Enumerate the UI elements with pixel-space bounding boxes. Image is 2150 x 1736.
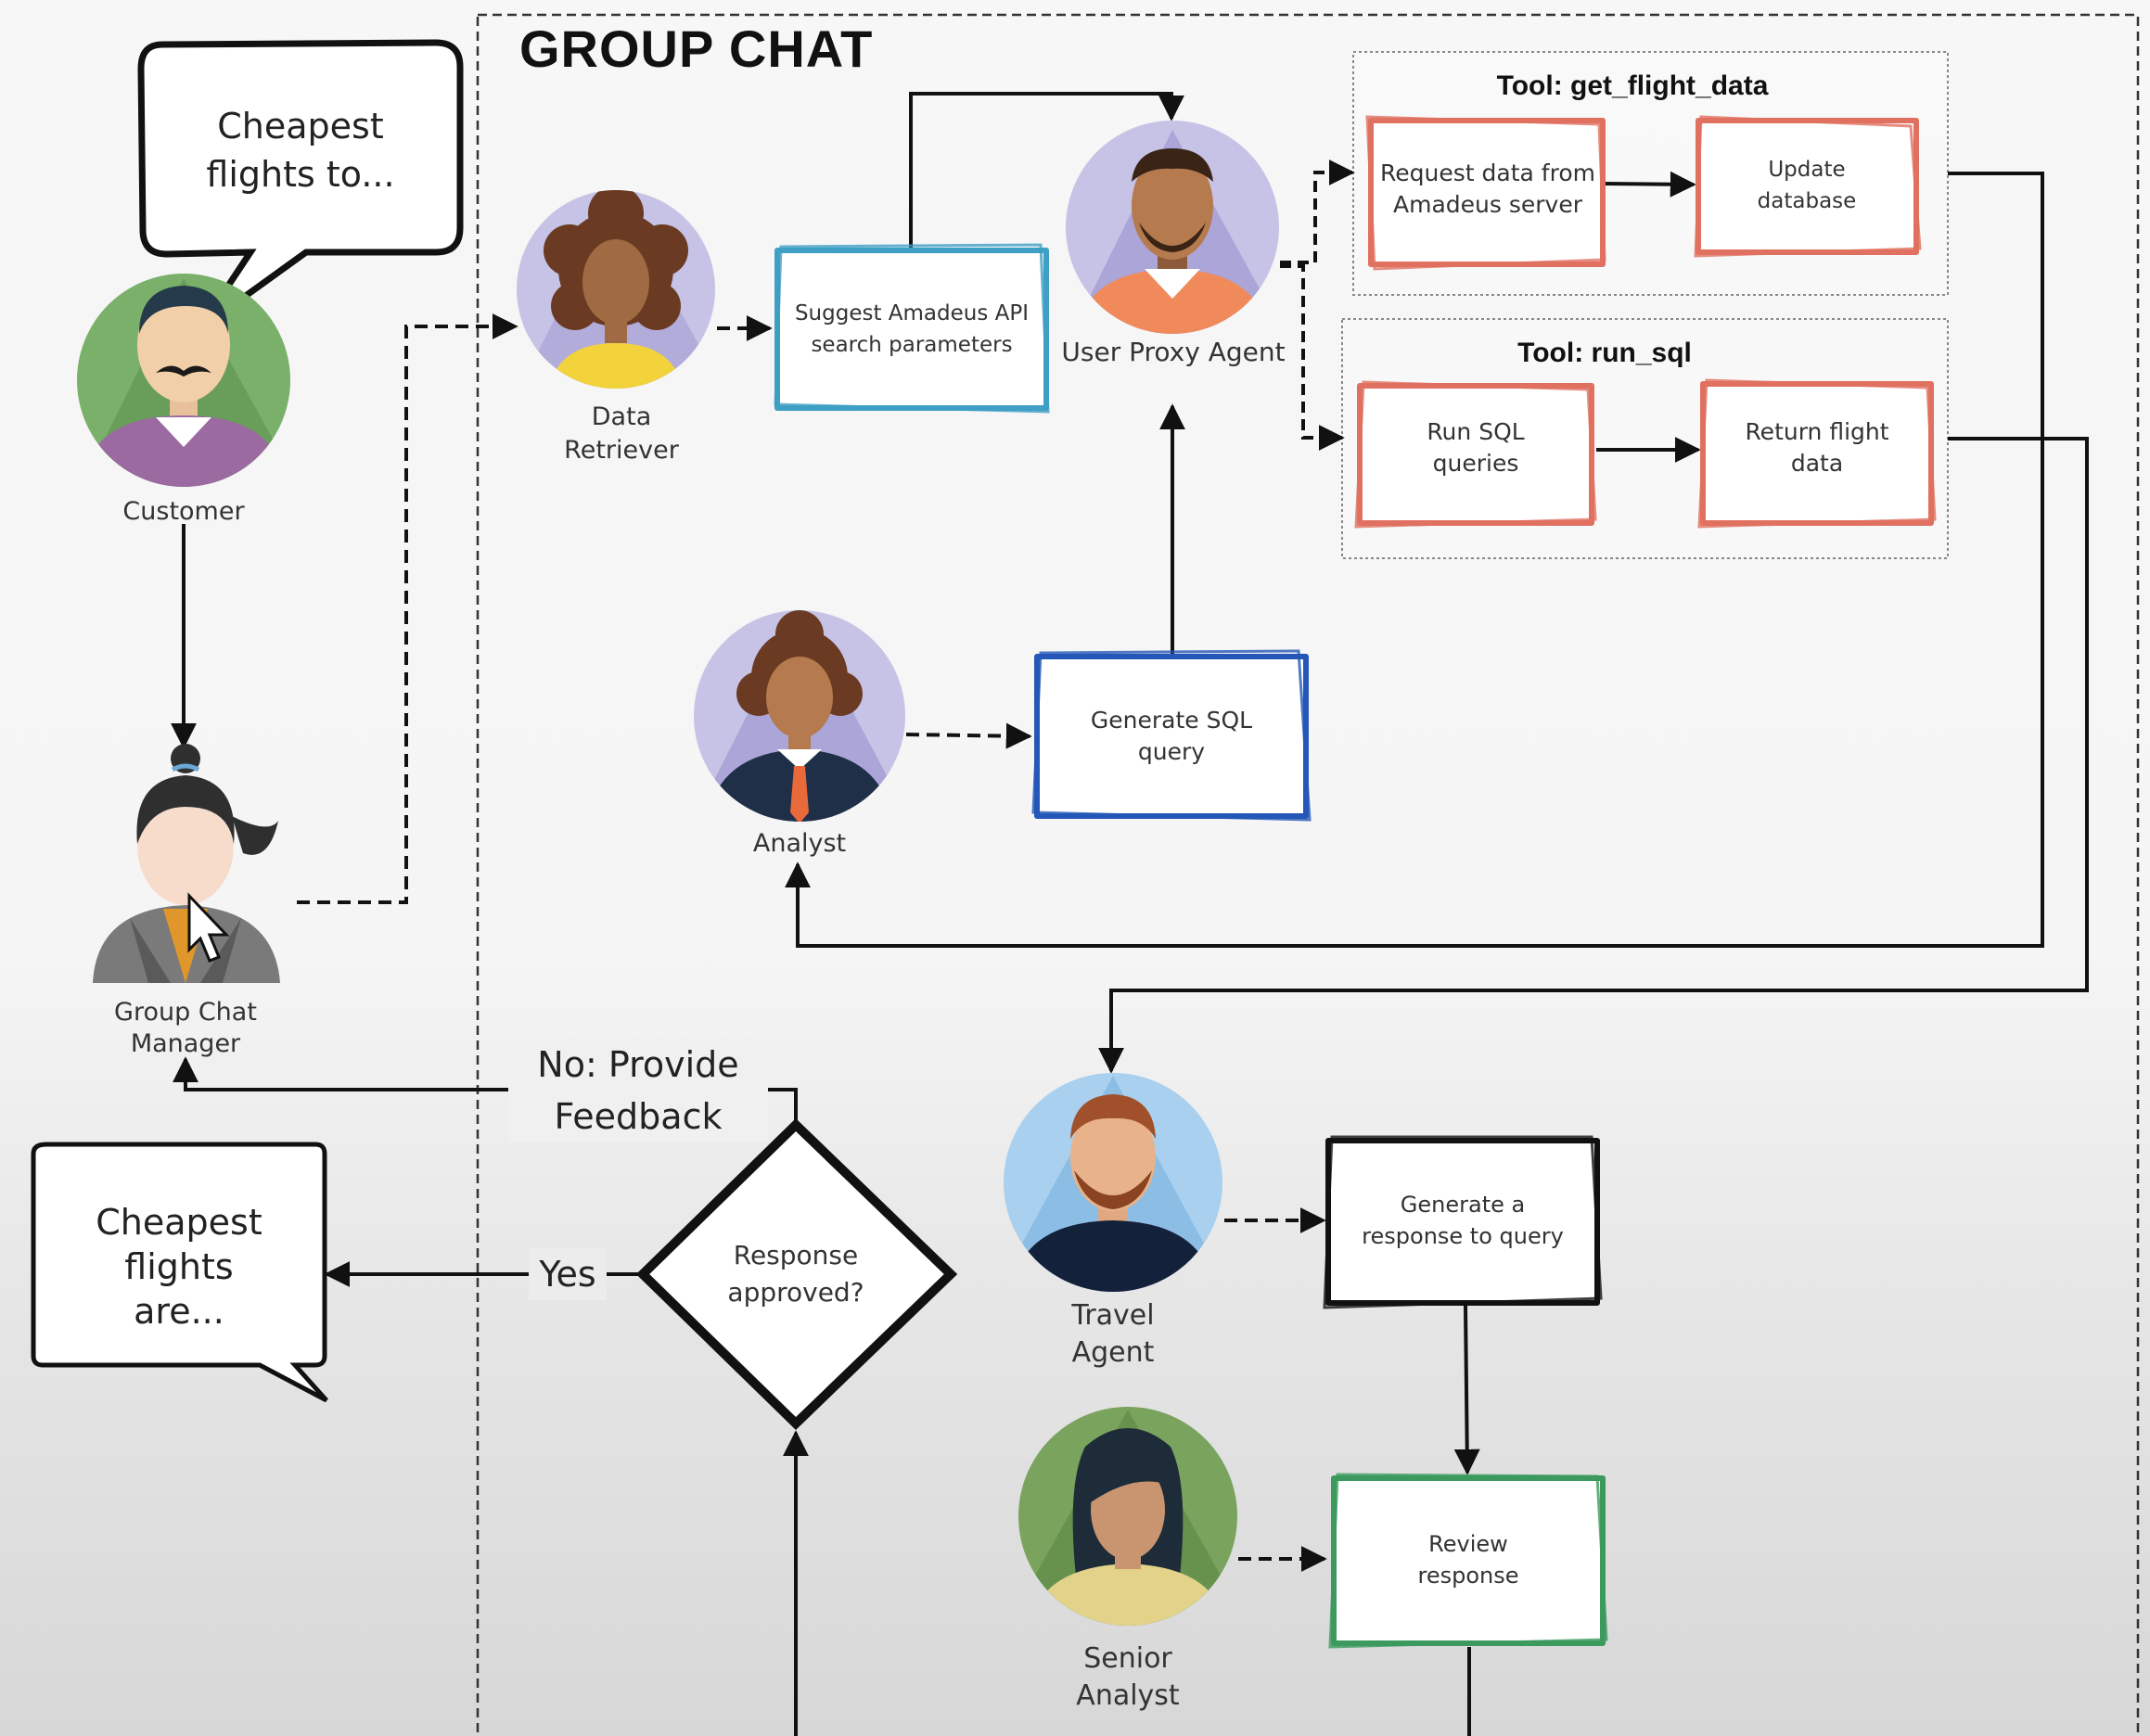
edge-analyst-generate-sql bbox=[905, 722, 1032, 749]
tool-title-run-sql: Tool: run_sql bbox=[1517, 338, 1692, 368]
edge-user-proxy-tool-1 bbox=[1280, 160, 1355, 264]
bubble-final-answer bbox=[31, 1142, 328, 1403]
final-answer-bubble-text: Cheapest flights are... bbox=[96, 1202, 262, 1332]
group-chat-container bbox=[476, 13, 2140, 1736]
box-generate-response bbox=[1325, 1138, 1600, 1306]
edge-response-review bbox=[1453, 1305, 1480, 1475]
role-label-travel-agent: Travel Agent bbox=[1071, 1299, 1155, 1369]
user-proxy-agent-avatar bbox=[1066, 121, 1279, 334]
role-label-customer: Customer bbox=[122, 497, 245, 526]
travel-agent-avatar bbox=[1004, 1073, 1222, 1292]
box-text-request-data: Request data from Amadeus server bbox=[1380, 160, 1595, 218]
edge-request-update bbox=[1601, 171, 1696, 198]
role-label-analyst: Analyst bbox=[752, 829, 847, 858]
group-chat-manager-avatar bbox=[93, 744, 280, 983]
decision-yes-label: Yes bbox=[529, 1248, 607, 1300]
edge-decision-no bbox=[173, 1056, 798, 1122]
customer-request-bubble-text: Cheapest flights to... bbox=[206, 106, 395, 195]
edge-return-travel-agent bbox=[1098, 437, 2089, 1074]
role-label-senior-analyst: Senior Analyst bbox=[1076, 1642, 1180, 1712]
box-text-run-sql: Run SQL queries bbox=[1427, 418, 1525, 477]
role-label-user-proxy-agent: User Proxy Agent bbox=[1061, 337, 1286, 367]
box-text-suggest-api: Suggest Amadeus API search parameters bbox=[794, 301, 1030, 357]
senior-analyst-avatar bbox=[1018, 1407, 1237, 1626]
edge-suggest-user-proxy bbox=[909, 92, 1184, 249]
bubble-customer-request bbox=[137, 39, 464, 332]
edge-user-proxy-tool-2 bbox=[1280, 264, 1345, 451]
box-text-generate-response: Generate a response to query bbox=[1362, 1192, 1564, 1249]
box-text-update-db: Update database bbox=[1757, 158, 1857, 213]
tool-title-get-flight-data: Tool: get_flight_data bbox=[1496, 70, 1769, 101]
role-label-group-chat-manager: Group Chat Manager bbox=[114, 998, 257, 1058]
decision-question: Response approved? bbox=[727, 1240, 864, 1308]
mouse-cursor-icon bbox=[187, 892, 230, 963]
decision-no-label: No: Provide Feedback bbox=[508, 1039, 768, 1142]
box-text-return-flight: Return flight data bbox=[1745, 418, 1889, 477]
box-text-review-response: Review response bbox=[1417, 1531, 1519, 1589]
edge-manager-data-retriever bbox=[297, 313, 518, 904]
group-chat-title: GROUP CHAT bbox=[519, 19, 874, 78]
box-suggest-api bbox=[774, 248, 1049, 411]
role-label-data-retriever: Data Retriever bbox=[564, 402, 679, 465]
analyst-avatar bbox=[694, 610, 905, 822]
edge-update-analyst bbox=[785, 172, 2044, 948]
decision-diamond bbox=[635, 1118, 958, 1430]
customer-avatar bbox=[77, 274, 290, 487]
box-text-generate-sql: Generate SQL query bbox=[1090, 707, 1253, 765]
data-retriever-avatar bbox=[517, 190, 715, 389]
box-generate-sql bbox=[1034, 654, 1309, 819]
